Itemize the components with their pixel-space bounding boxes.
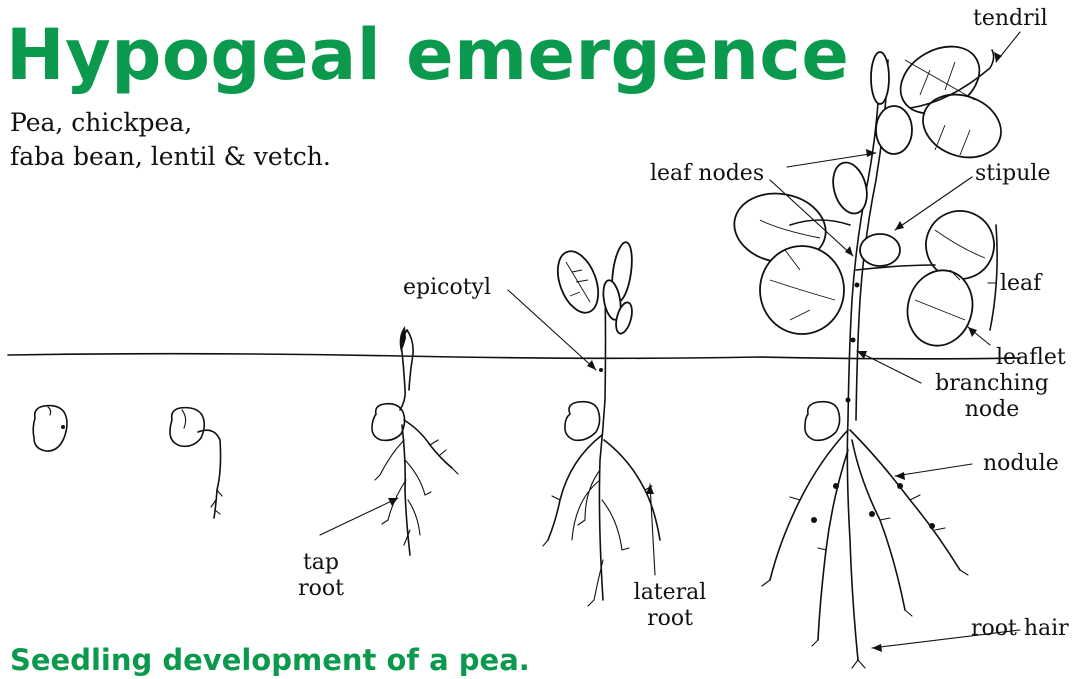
page-title: Hypogeal emergence	[6, 20, 849, 90]
label-leaf: leaf	[1000, 271, 1041, 297]
label-tendril: tendril	[973, 6, 1048, 32]
label-branching-node-line-1: branching	[926, 371, 1058, 397]
label-leaflet: leaflet	[996, 345, 1066, 371]
seed-stage-3	[372, 326, 458, 555]
label-root-hair: root hair	[971, 616, 1069, 642]
label-branching-node: branching node	[926, 371, 1058, 423]
seed-stage-1	[33, 406, 67, 451]
label-epicotyl: epicotyl	[403, 275, 491, 301]
subtitle-line-1: Pea, chickpea,	[10, 106, 331, 140]
label-tap-root: tap root	[289, 550, 353, 602]
label-lateral-root: lateral root	[630, 580, 710, 632]
subtitle: Pea, chickpea, faba bean, lentil & vetch…	[10, 106, 331, 174]
leader-lines	[320, 32, 1020, 652]
label-tap-root-line-1: tap	[289, 550, 353, 576]
seed-stage-4	[543, 241, 660, 606]
label-leaf-nodes: leaf nodes	[650, 161, 764, 187]
label-lateral-root-line-2: root	[630, 606, 710, 632]
label-nodule: nodule	[983, 451, 1059, 477]
subtitle-line-2: faba bean, lentil & vetch.	[10, 140, 331, 174]
seed-stage-2	[170, 408, 222, 518]
seed-stage-5	[729, 33, 1010, 668]
figure-caption: Seedling development of a pea.	[10, 646, 530, 675]
label-tap-root-line-2: root	[289, 576, 353, 602]
label-branching-node-line-2: node	[926, 397, 1058, 423]
label-stipule: stipule	[975, 161, 1050, 187]
label-lateral-root-line-1: lateral	[630, 580, 710, 606]
